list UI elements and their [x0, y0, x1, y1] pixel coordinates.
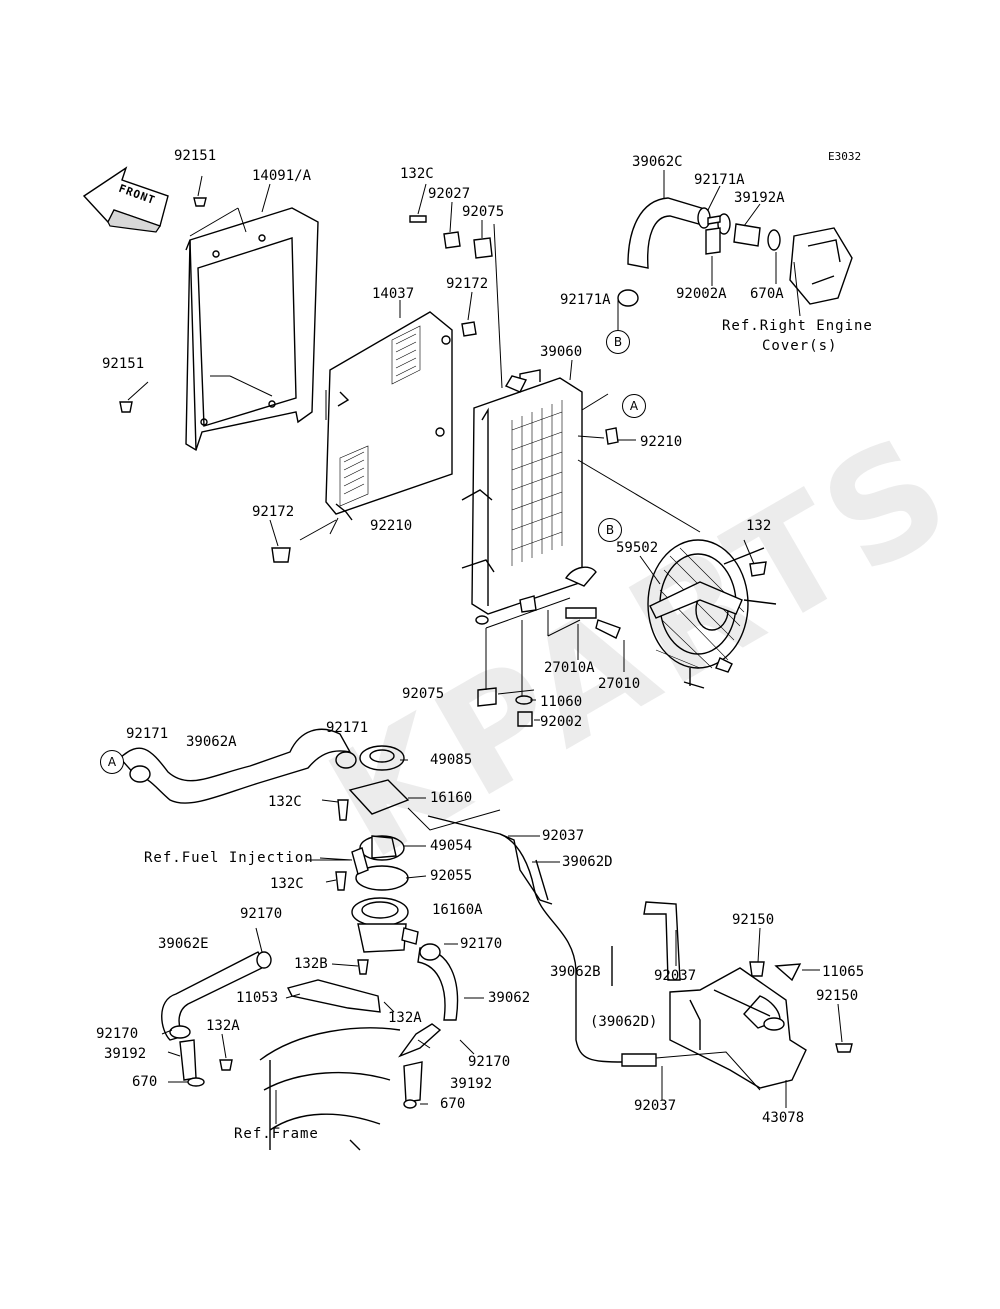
part-label: 132B	[294, 956, 328, 972]
part-label: 92150	[816, 988, 859, 1004]
part-label: 92027	[428, 186, 471, 202]
radiator-screen	[299, 311, 453, 541]
radiator-core	[461, 223, 701, 625]
part-label: 670	[440, 1096, 466, 1112]
part-label: 92171	[326, 720, 369, 736]
part-label: 92151	[102, 356, 145, 372]
callout-b-upper-hose: B	[606, 330, 630, 354]
part-label: 27010A	[544, 660, 595, 676]
ref-engine-cover-line2: Cover(s)	[762, 338, 838, 354]
part-label: 132A	[388, 1010, 422, 1026]
part-label: 92210	[370, 518, 413, 534]
part-label: 670	[132, 1074, 158, 1090]
part-label: 49054	[430, 838, 473, 854]
part-label: 132C	[268, 794, 302, 810]
part-label: 16160A	[432, 902, 483, 918]
part-label: 11053	[236, 990, 279, 1006]
breather-hoses	[427, 815, 681, 1067]
part-label: 39192	[104, 1046, 147, 1062]
part-label: 39062D	[562, 854, 613, 870]
callout-a-hose: A	[100, 750, 124, 774]
part-label: 92075	[402, 686, 445, 702]
part-label: 132C	[270, 876, 304, 892]
part-label: 11060	[540, 694, 583, 710]
part-label: (39062D)	[590, 1014, 658, 1030]
part-label: 92075	[462, 204, 505, 220]
part-label: 43078	[762, 1110, 805, 1126]
part-label: 92171	[126, 726, 169, 742]
radiator-shroud	[185, 207, 319, 452]
part-label: 132	[746, 518, 772, 534]
callout-b-radiator: B	[598, 518, 622, 542]
part-label: 39062E	[158, 936, 209, 952]
part-label: 92055	[430, 868, 473, 884]
part-label: 39060	[540, 344, 583, 360]
part-label: 92171A	[694, 172, 745, 188]
part-label: 92170	[96, 1026, 139, 1042]
part-label: 92037	[634, 1098, 677, 1114]
part-label: 92037	[654, 968, 697, 984]
upper-hose	[617, 197, 853, 307]
part-label: 132A	[206, 1018, 240, 1034]
part-label: 132C	[400, 166, 434, 182]
part-label: 92172	[252, 504, 295, 520]
part-label: 92151	[174, 148, 217, 164]
part-label: 92002A	[676, 286, 727, 302]
part-label: 39062C	[632, 154, 683, 170]
part-label: 670A	[750, 286, 784, 302]
part-label: 92210	[640, 434, 683, 450]
fasteners	[119, 197, 767, 727]
part-label: 92002	[540, 714, 583, 730]
part-label: 27010	[598, 676, 641, 692]
leader-lines	[127, 170, 843, 1124]
part-label: 14091/A	[252, 168, 312, 184]
part-label: 14037	[372, 286, 415, 302]
ref-fuel-injection: Ref.Fuel Injection	[144, 850, 314, 866]
front-arrow-icon	[82, 166, 169, 233]
part-label: 39192A	[734, 190, 785, 206]
part-label: 92037	[542, 828, 585, 844]
part-label: 92171A	[560, 292, 611, 308]
reservoir-tank	[655, 961, 853, 1091]
callout-a-radiator: A	[622, 394, 646, 418]
diagram-code: E3032	[828, 150, 862, 163]
part-label: 92150	[732, 912, 775, 928]
ref-engine-cover-line1: Ref.Right Engine	[722, 318, 873, 334]
part-label: 39062A	[186, 734, 237, 750]
part-label: 16160	[430, 790, 473, 806]
thermostat-assembly	[119, 728, 501, 1151]
part-label: 49085	[430, 752, 473, 768]
cooling-fan	[647, 539, 777, 689]
ref-frame: Ref.Frame	[234, 1126, 319, 1142]
part-label: 39062B	[550, 964, 601, 980]
part-label: 59502	[616, 540, 659, 556]
part-label: 92170	[460, 936, 503, 952]
part-label: 11065	[822, 964, 865, 980]
part-label: 92170	[240, 906, 283, 922]
part-label: 39062	[488, 990, 531, 1006]
part-label: 39192	[450, 1076, 493, 1092]
part-label: 92170	[468, 1054, 511, 1070]
part-label: 92172	[446, 276, 489, 292]
